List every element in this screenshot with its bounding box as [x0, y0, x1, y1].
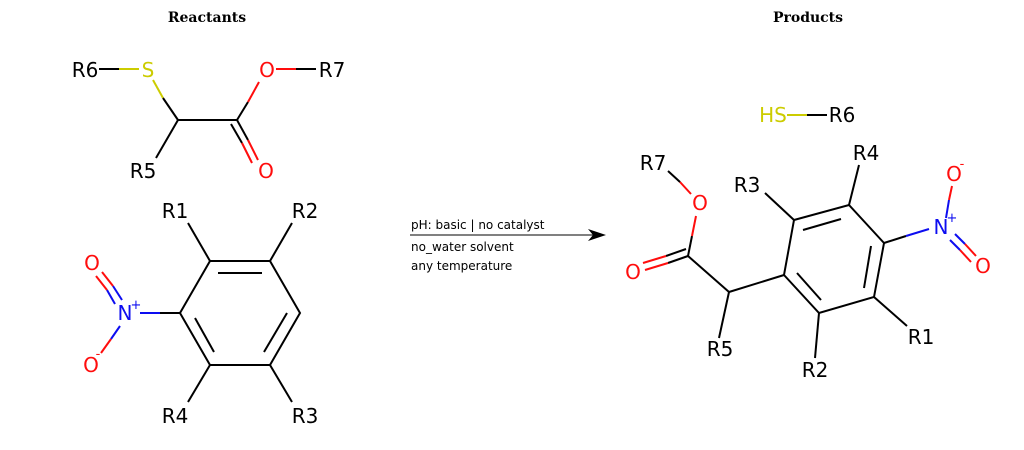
bond-r4	[187, 364, 211, 403]
atom-o-ester: O	[259, 58, 275, 82]
atom-r6: R6	[72, 58, 99, 82]
reaction-arrow	[410, 229, 606, 241]
bond-n-o-top-a	[112, 285, 123, 301]
condition-temperature: any temperature	[411, 259, 512, 273]
p-atom-r4: R4	[853, 141, 880, 165]
p-bond-n-o-right-a	[954, 233, 966, 245]
reactants-header: Reactants	[168, 10, 246, 26]
ring-double-2	[263, 312, 288, 353]
atom-o-carbonyl: O	[258, 159, 274, 183]
p-atom-r7: R7	[640, 151, 667, 175]
atom-s: S	[142, 58, 155, 82]
bond-carbonyl-b-red	[241, 142, 253, 164]
atom-r2: R2	[292, 199, 319, 223]
charge-o-minus: -	[96, 347, 101, 362]
p-bond-n-o-top-red	[948, 185, 953, 201]
condition-ph-catalyst: pH: basic | no catalyst	[411, 218, 545, 232]
bond-cc-o-red	[247, 81, 260, 103]
product-aryl-ester	[642, 164, 977, 359]
p-ring-double-3	[796, 272, 822, 301]
bond-r3	[269, 364, 293, 403]
atom-hs: HS	[759, 103, 787, 127]
bond-carbonyl-b	[230, 123, 243, 144]
p-bond-cc-o-red	[691, 215, 697, 237]
p-atom-o-ester: O	[692, 191, 708, 215]
atom-o-top: O	[84, 251, 100, 275]
p-bond-r4	[848, 164, 860, 206]
p-bond-cc-o	[687, 235, 693, 257]
p-atom-r5: R5	[707, 337, 734, 361]
atom-r6-product: R6	[829, 103, 856, 127]
p-bond-ring-ch	[728, 274, 785, 293]
p-bond-o-r7	[679, 181, 692, 195]
p-bond-ch-r5	[718, 291, 730, 339]
atom-r5: R5	[130, 159, 157, 183]
products-header: Products	[773, 10, 843, 26]
bond-carbonyl-a-red	[247, 139, 259, 161]
bond-cc-o	[236, 101, 249, 121]
bond-c-r5	[155, 119, 179, 159]
bond-r2	[269, 222, 293, 262]
p-bond-c-n	[883, 235, 907, 244]
atom-r1: R1	[162, 199, 189, 223]
p-bond-o-r7-black	[667, 170, 681, 183]
bond-n-o-top-b-red	[95, 275, 108, 291]
p-ring-double-1	[802, 218, 842, 231]
ring-double-3	[194, 317, 215, 353]
arrow-head	[588, 229, 606, 241]
bond-n-o-bottom	[110, 325, 121, 340]
bond-s-c	[152, 79, 164, 99]
p-bond-carbonyl-a-red	[644, 262, 669, 271]
p-bond-n-o-right-b	[949, 239, 961, 251]
p-bond-c-n-blue	[905, 228, 930, 237]
p-atom-r3: R3	[734, 173, 761, 197]
p-atom-o-right: O	[975, 254, 991, 278]
bond-n-o-top-a-red	[101, 271, 114, 287]
p-charge-n-plus: +	[947, 211, 958, 226]
p-atom-o-top: O	[946, 162, 962, 186]
bond-n-o-top-b	[106, 289, 116, 305]
p-atom-r1: R1	[908, 325, 935, 349]
condition-solvent: no_water solvent	[411, 240, 514, 254]
bond-carbonyl-a	[236, 119, 249, 141]
bond-r1	[187, 222, 211, 262]
p-bond-r3	[764, 192, 795, 221]
reactant-thioether-ester	[99, 68, 316, 164]
p-bond-n-o-right-b-red	[959, 249, 972, 263]
reactant-nitrobenzene	[95, 222, 302, 403]
p-bond-ch-ccarbonyl	[687, 255, 730, 293]
atom-r3: R3	[292, 404, 319, 428]
p-bond-carbonyl-b-red	[642, 255, 667, 264]
atom-r4: R4	[162, 404, 189, 428]
p-atom-n: N	[934, 215, 949, 239]
p-ring-double-2	[863, 245, 872, 289]
p-atom-o-carbonyl: O	[625, 260, 641, 284]
p-bond-n-o-top	[945, 199, 950, 219]
bond-s-c-black	[162, 97, 179, 121]
p-atom-r2: R2	[802, 358, 829, 382]
charge-n-plus: +	[131, 298, 142, 313]
benzene-ring	[178, 260, 302, 366]
atom-o-bottom: O	[83, 353, 99, 377]
atom-n: N	[118, 301, 133, 325]
p-charge-o-minus: -	[960, 157, 965, 172]
p-bond-carbonyl-b	[665, 248, 687, 257]
bond-n-o-bottom-red	[100, 338, 112, 354]
p-bond-r1	[873, 296, 908, 327]
atom-r7: R7	[319, 58, 346, 82]
p-bond-n-o-right-a-red	[964, 243, 977, 257]
p-bond-r2	[814, 312, 820, 359]
p-bond-carbonyl-a	[667, 255, 689, 264]
